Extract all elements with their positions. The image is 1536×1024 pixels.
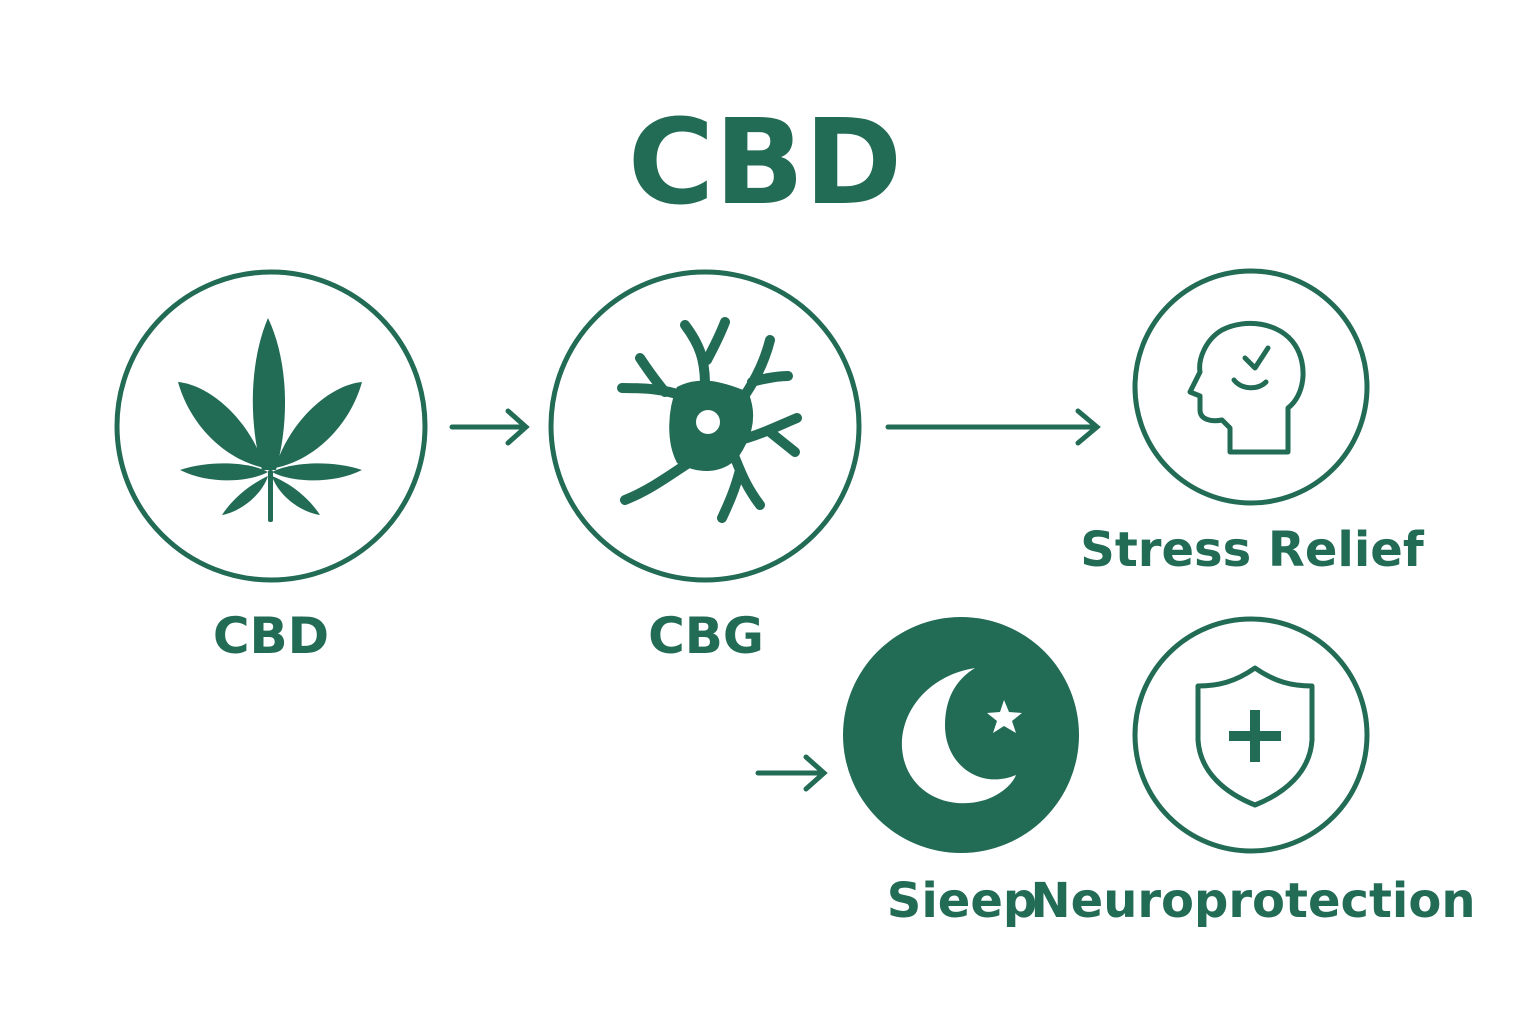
node-circle: [843, 617, 1079, 853]
node-circle: [1132, 616, 1370, 854]
node-label: Stress Relief: [1080, 522, 1425, 578]
arrow-cbd-to-cbg: [449, 408, 530, 446]
arrow-cbg-to-stress-relief: [885, 408, 1101, 446]
diagram-title: CBD: [628, 93, 903, 231]
neuron-icon: [617, 317, 802, 523]
node-cbg: CBG: [548, 269, 862, 665]
node-cbd: CBD: [114, 269, 428, 665]
node-label: Neuroprotection: [1030, 873, 1475, 929]
node-sleep: Sieep: [843, 617, 1079, 929]
arrow-to-sleep: [755, 754, 828, 792]
moon-star-icon: [901, 668, 1022, 804]
node-label: Sieep: [887, 873, 1038, 929]
node-neuroprotection: Neuroprotection: [1030, 616, 1476, 929]
node-label: CBG: [648, 607, 764, 665]
cannabis-leaf-icon: [178, 318, 362, 522]
head-profile-icon: [1187, 320, 1306, 455]
node-circle: [114, 269, 428, 583]
node-stress-relief: Stress Relief: [1080, 268, 1425, 578]
node-circle: [1132, 268, 1370, 506]
node-label: CBD: [213, 607, 329, 665]
node-circle: [548, 269, 862, 583]
shield-plus-icon: [1195, 665, 1315, 808]
